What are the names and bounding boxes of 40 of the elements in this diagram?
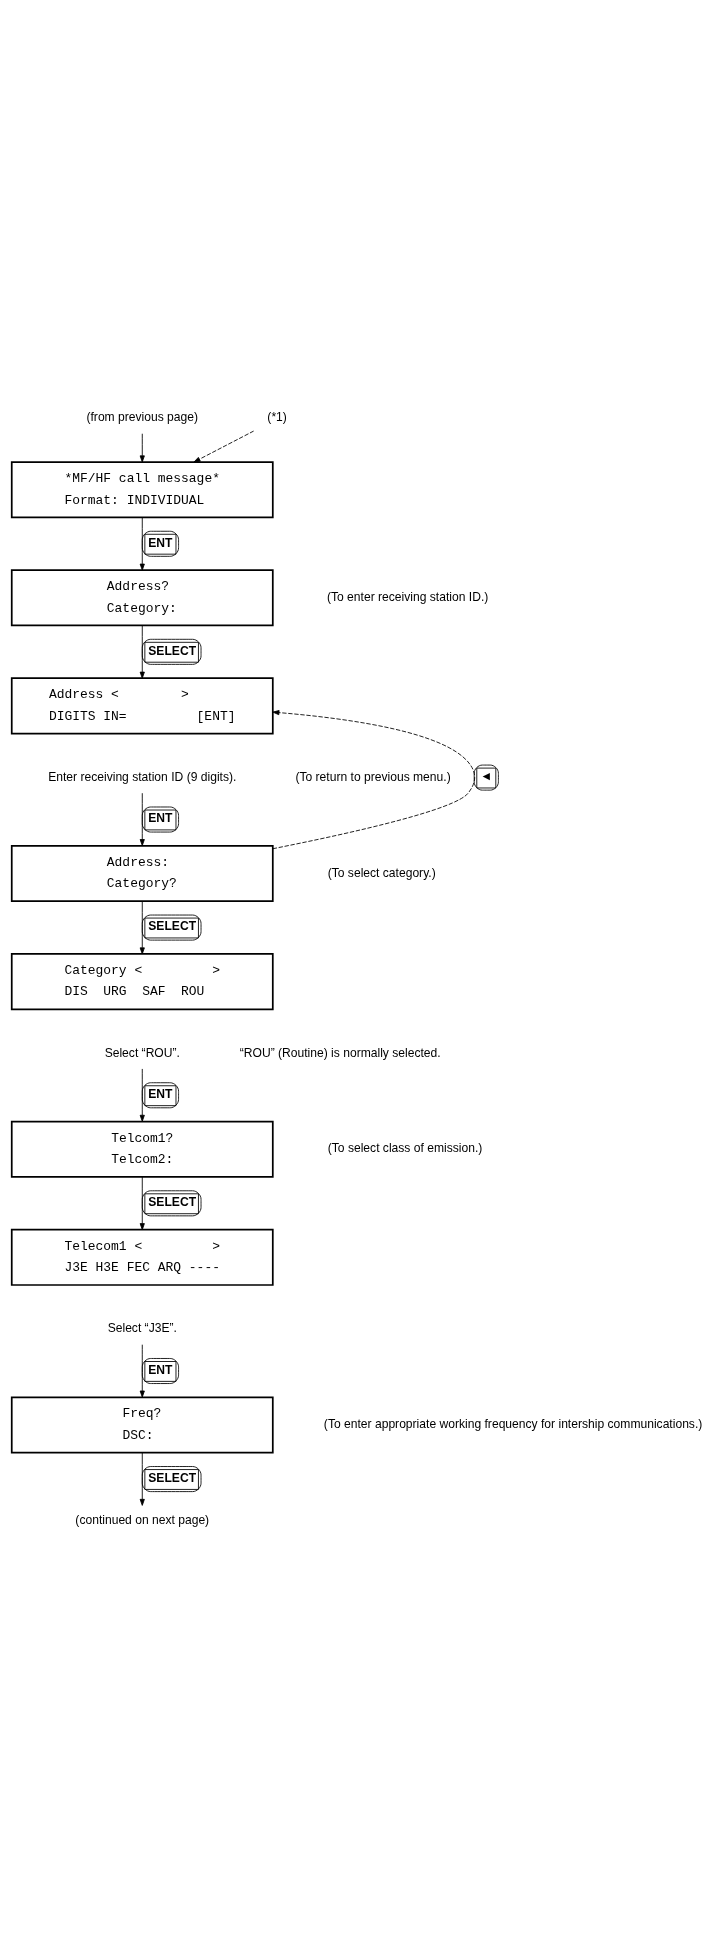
label: (To enter appropriate working frequency for intership communications.) — [323, 1417, 703, 1432]
node-box: Address < > DIGITS IN= [ENT] — [10, 677, 274, 735]
edge-label: ENT — [148, 1087, 173, 1102]
edge-label: SELECT — [148, 1470, 197, 1485]
edge-label: ENT — [148, 1362, 173, 1377]
node-box: Freq? DSC: — [10, 1396, 274, 1454]
node-text: Select “J3E”. — [107, 1321, 177, 1336]
arrow — [139, 1068, 145, 1122]
arrow — [139, 792, 145, 846]
label: (To return to previous menu.) — [295, 769, 451, 784]
node-box: Telecom1 < > J3E H3E FEC ARQ ---- — [10, 1228, 274, 1286]
node-box: Address? Category: — [10, 569, 274, 627]
arrow — [139, 433, 145, 463]
node-text: (from previous page) — [86, 410, 199, 425]
arrow — [193, 430, 255, 463]
node-box: *MF/HF call message* Format: INDIVIDUAL — [10, 461, 274, 519]
arrow — [139, 625, 145, 679]
arrow — [139, 1452, 145, 1506]
node-box: Address: Category? — [10, 845, 274, 903]
arrow — [139, 900, 145, 955]
edge-label: SELECT — [148, 1195, 197, 1210]
node-text: (continued on next page) — [75, 1513, 210, 1528]
arrow — [139, 1176, 145, 1231]
edge-label: SELECT — [148, 643, 197, 658]
edge-label: ENT — [148, 535, 173, 550]
label: (To enter receiving station ID.) — [326, 590, 489, 605]
node-text: Enter receiving station ID (9 digits). — [48, 769, 237, 784]
arrow — [272, 710, 476, 850]
node-box: Category < > DIS URG SAF ROU — [10, 953, 274, 1011]
edge-label: ENT — [148, 811, 173, 826]
label: (To select category.) — [327, 865, 436, 880]
arrow — [139, 1344, 145, 1398]
node-text: (*1) — [267, 410, 287, 425]
node-box: Telcom1? Telcom2: — [10, 1120, 274, 1178]
arrow — [139, 517, 145, 571]
node-text: Select “ROU”. — [104, 1045, 180, 1060]
edge-label: ◄ — [480, 769, 493, 784]
label: (To select class of emission.) — [327, 1141, 483, 1156]
edge-label: SELECT — [148, 919, 197, 934]
label: “ROU” (Routine) is normally selected. — [239, 1045, 441, 1060]
